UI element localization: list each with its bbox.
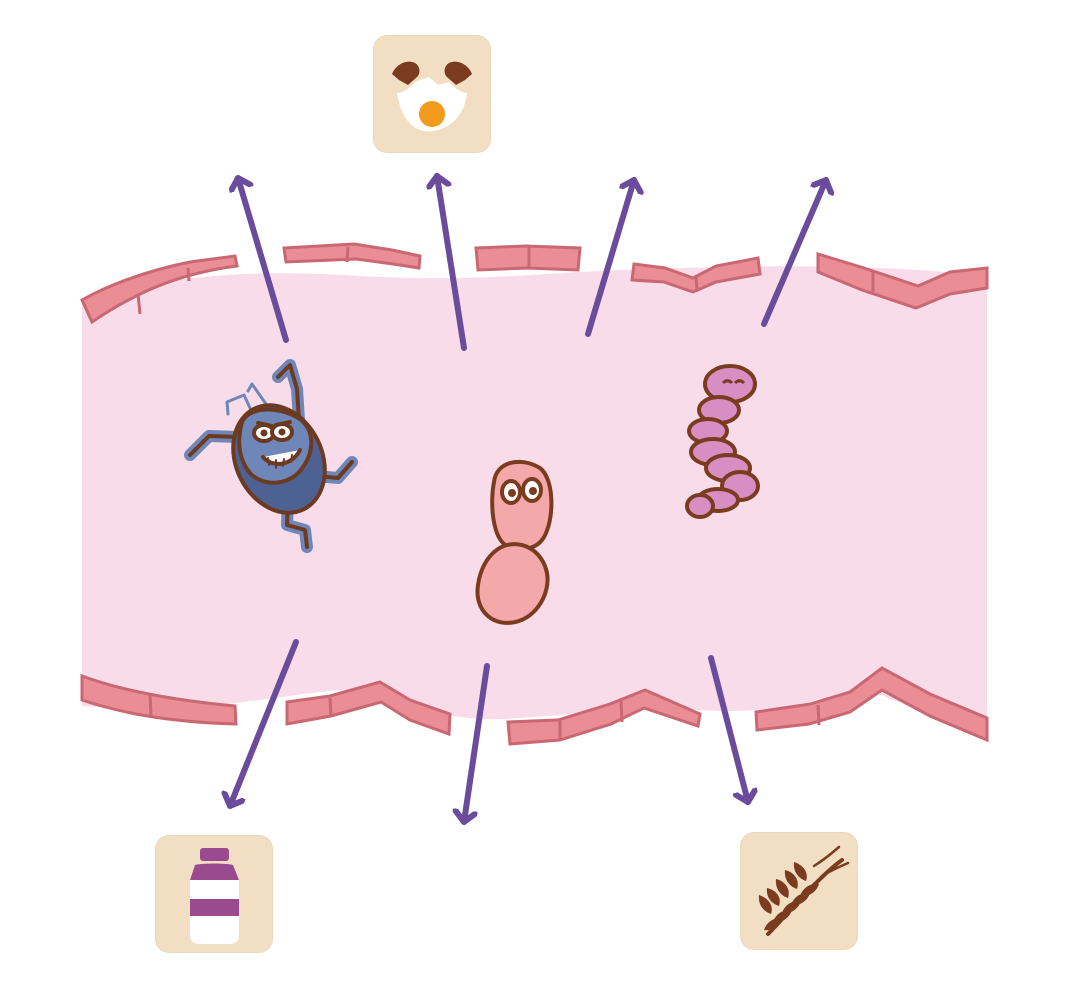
pink-worm-microbe [685,364,760,519]
bottom-wall-segment-2 [285,680,452,737]
arrow-up-1 [238,175,289,343]
wheat-icon [758,845,850,936]
wheat-tile [740,832,858,950]
pink-peanut-microbe [475,459,554,625]
arrow-down-3 [708,655,748,805]
arrow-up-3 [585,177,634,337]
top-gut-wall [80,242,989,325]
arrow-down-1 [230,639,299,809]
absorption-arrows [230,173,826,825]
bottom-wall-segment-3 [506,688,702,746]
arrow-up-4 [761,177,826,327]
bottom-wall-segment-4 [754,666,989,743]
milk-bottle-icon [190,848,239,944]
bottom-wall-segment-1 [80,673,238,726]
egg-icon [392,61,472,132]
top-wall-segment-4 [630,256,762,294]
bottom-gut-wall [80,666,989,746]
top-wall-segment-2 [282,242,422,270]
top-wall-segment-5 [816,251,989,310]
milk-tile [155,835,273,953]
egg-tile [373,35,491,153]
top-wall-segment-1 [80,254,239,325]
arrow-down-2 [464,663,490,825]
arrow-up-2 [437,173,467,351]
blue-bug-microbe [184,359,358,553]
